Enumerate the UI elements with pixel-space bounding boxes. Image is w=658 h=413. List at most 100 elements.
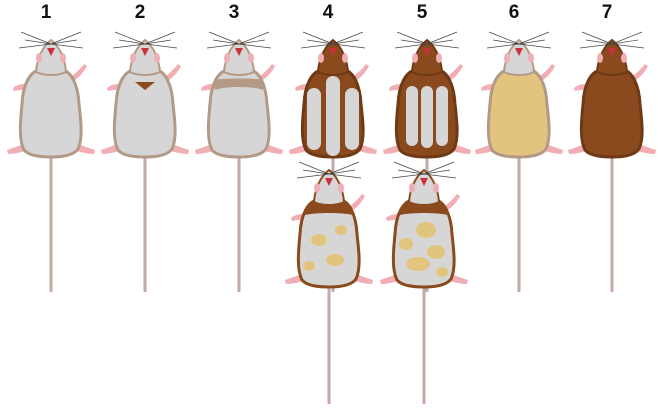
tail (238, 152, 241, 292)
whisker (239, 32, 269, 44)
ear-right (528, 53, 534, 63)
whisker (493, 40, 519, 44)
ear-left (130, 53, 136, 63)
ear-right (433, 183, 439, 193)
ear-right (338, 183, 344, 193)
mouse-6 (473, 28, 565, 300)
front-paw-right (540, 64, 555, 80)
mouse-4b (283, 158, 375, 412)
front-paw-right (633, 64, 648, 80)
whisker (519, 40, 545, 44)
front-paw-right (72, 64, 87, 80)
ear-left (36, 53, 42, 63)
grey-bar-left (406, 86, 418, 146)
ear-right (436, 53, 442, 63)
label-5: 5 (402, 2, 442, 24)
whisker (209, 32, 239, 44)
tail (328, 282, 331, 404)
mouse-5b (378, 158, 470, 412)
mouse-7 (566, 28, 658, 300)
whisker (333, 40, 359, 44)
grey-bar-middle (421, 86, 433, 148)
label-4: 4 (308, 2, 348, 24)
whisker (25, 40, 51, 44)
grey-stripe-right (345, 88, 359, 150)
yellow-spot (406, 257, 430, 271)
front-paw-right (260, 64, 275, 80)
mouse-3 (193, 28, 285, 300)
body (581, 70, 642, 157)
front-paw-right (166, 64, 181, 80)
whisker (303, 32, 333, 44)
yellow-spot (427, 245, 445, 259)
tail (423, 282, 426, 404)
ear-right (342, 53, 348, 63)
ear-left (597, 53, 603, 63)
whisker (394, 162, 424, 174)
whisker (303, 170, 329, 174)
yellow-spot (335, 225, 347, 235)
body (20, 70, 81, 157)
whisker (21, 32, 51, 44)
tail (144, 152, 147, 292)
whisker (213, 40, 239, 44)
label-6: 6 (494, 2, 534, 24)
whisker (519, 32, 549, 44)
mouse-1 (5, 28, 97, 300)
whisker (427, 32, 457, 44)
whisker (401, 40, 427, 44)
whisker (329, 170, 355, 174)
whisker (489, 32, 519, 44)
ear-left (412, 53, 418, 63)
whisker (307, 40, 333, 44)
label-7: 7 (587, 2, 627, 24)
whisker (51, 40, 77, 44)
tail (518, 152, 521, 292)
ear-left (224, 53, 230, 63)
whisker (424, 170, 450, 174)
yellow-spot (416, 222, 436, 238)
whisker (145, 40, 171, 44)
grey-bar-right (436, 86, 448, 146)
label-1: 1 (26, 2, 66, 24)
tail (50, 152, 53, 292)
ear-left (409, 183, 415, 193)
yellow-spot (399, 238, 413, 250)
grey-stripe-left (307, 88, 321, 150)
whisker (397, 32, 427, 44)
whisker (333, 32, 363, 44)
ear-left (318, 53, 324, 63)
front-paw-right (445, 194, 460, 210)
ear-right (621, 53, 627, 63)
yellow-spot (436, 267, 448, 277)
whisker (582, 32, 612, 44)
whisker (424, 162, 454, 174)
ear-right (248, 53, 254, 63)
yellow-spot (326, 254, 344, 266)
whisker (586, 40, 612, 44)
whisker (612, 40, 638, 44)
grey-stripe-middle (326, 76, 340, 156)
whisker (239, 40, 265, 44)
front-paw-right (448, 64, 463, 80)
whisker (329, 162, 359, 174)
whisker (299, 162, 329, 174)
front-paw-right (354, 64, 369, 80)
ear-left (314, 183, 320, 193)
ear-left (504, 53, 510, 63)
label-3: 3 (214, 2, 254, 24)
mouse-2 (99, 28, 191, 300)
front-paw-right (350, 194, 365, 210)
whisker (398, 170, 424, 174)
whisker (145, 32, 175, 44)
tail (611, 152, 614, 292)
whisker (119, 40, 145, 44)
whisker (115, 32, 145, 44)
body (488, 70, 549, 157)
label-2: 2 (120, 2, 160, 24)
whisker (427, 40, 453, 44)
whisker (612, 32, 642, 44)
yellow-spot (303, 261, 315, 271)
ear-right (60, 53, 66, 63)
